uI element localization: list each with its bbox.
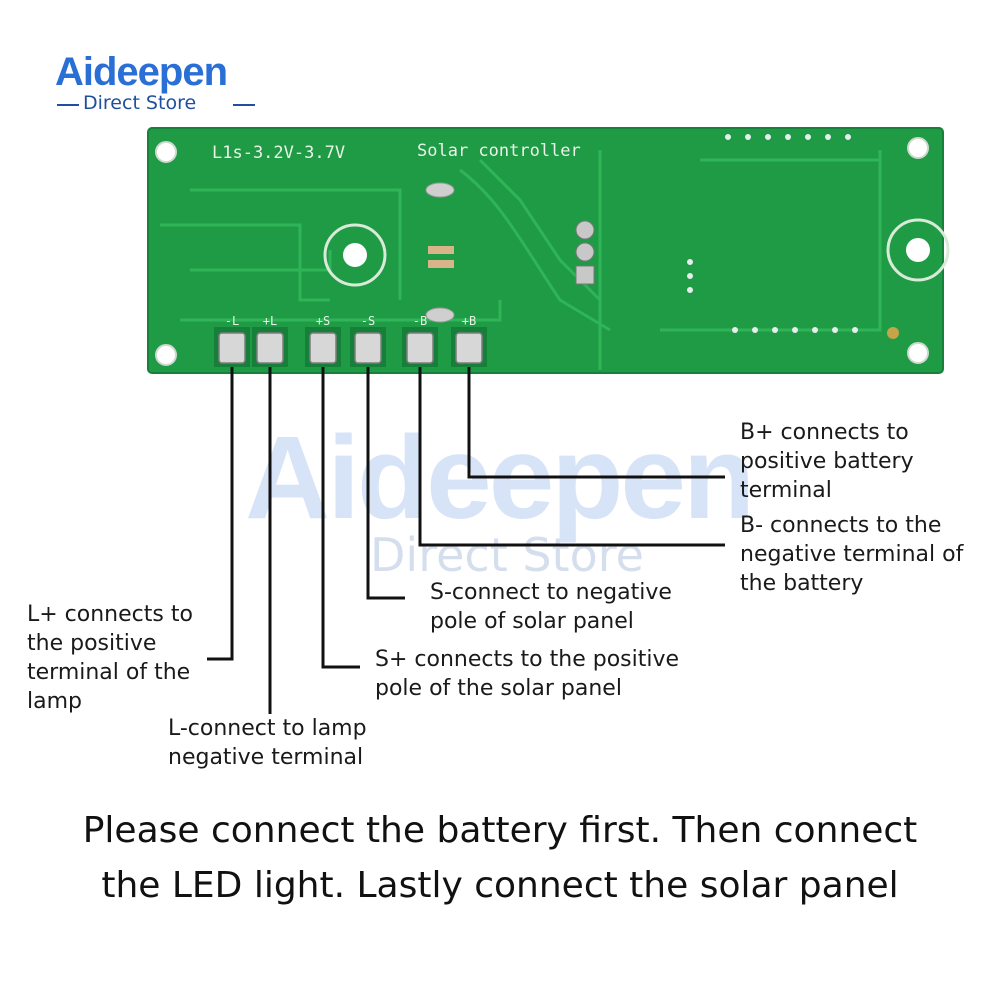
line-b-minus [418,367,725,547]
solder-pad-1 [575,220,595,240]
instruction-line-2: the LED light. Lastly connect the solar … [101,865,899,906]
callout-l-plus: L+ connects to the positive terminal of … [27,602,193,714]
solder-pad-2 [575,242,595,262]
terminal-pad-s-plus [309,332,337,364]
callout-s-minus: S-connect to negative pole of solar pane… [430,580,672,634]
line-s-plus [321,367,360,669]
mount-ring-right [886,218,950,282]
callout-b-plus: B+ connects to positive battery terminal [740,420,914,503]
line-b-plus [467,367,725,479]
hole-top-left [155,141,177,163]
callout-b-minus: B- connects to the negative terminal of … [740,513,964,596]
terminal-label-s-minus: -S [361,314,375,328]
terminal-label-b-plus: +B [462,314,476,328]
logo-sub-text: Direct Store [83,92,197,114]
silkscreen-subtitle: Solar controller [417,141,581,161]
pcb-traces [160,150,882,370]
terminal-pad-b-plus [455,332,483,364]
mount-hole-right [906,238,930,262]
logo-dash-left [57,104,79,106]
smd-resistor-1 [428,246,454,254]
terminal-label-s-plus: +S [316,314,330,328]
pcb-components [425,134,899,339]
mount-ring-left [323,223,387,287]
brand-logo: Aideepen Direct Store [55,50,285,120]
mount-hole-left [343,243,367,267]
gold-pad [887,327,899,339]
smd-resistor-2 [428,260,454,268]
hole-bottom-right [907,342,929,364]
terminal-pad-b-minus [406,332,434,364]
terminal-pad-l-minus [218,332,246,364]
line-s-minus [366,367,405,600]
silkscreen-title: L1s-3.2V-3.7V [212,143,345,163]
callout-l-minus: L-connect to lamp negative terminal [168,716,367,770]
solder-pad-3 [575,265,595,285]
terminal-label-l-plus: +L [263,314,277,328]
solder-blob-2 [425,307,455,323]
instruction-line-1: Please connect the battery first. Then c… [82,810,918,851]
terminal-label-l-minus: -L [225,314,239,328]
terminal-pad-l-plus [256,332,284,364]
callout-s-plus: S+ connects to the positive pole of the … [375,647,680,701]
logo-brand-text: Aideepen [55,50,228,94]
line-l-plus [207,367,234,661]
terminal-block: -L +L +S -S -B +B [214,314,487,367]
mounting-holes [155,137,950,366]
terminal-label-b-minus: -B [413,314,427,328]
hole-bottom-left [155,344,177,366]
terminal-pad-s-minus [354,332,382,364]
logo-dash-right [233,104,255,106]
hole-top-right [907,137,929,159]
callout-lines [207,367,725,714]
solder-blob-1 [425,182,455,198]
